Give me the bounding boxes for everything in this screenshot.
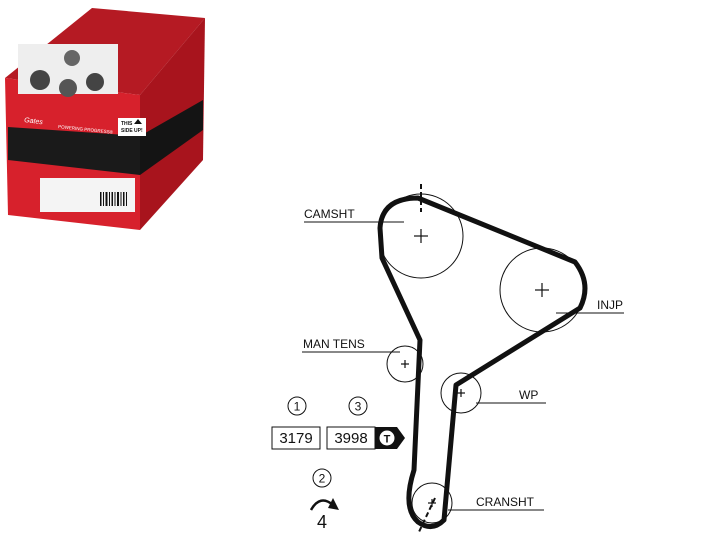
box-brand-logo: Gates xyxy=(24,117,44,126)
step1-value-box xyxy=(271,426,321,450)
torque-badge-letter: T xyxy=(384,434,391,446)
box-side-up-line2: SIDE UP! xyxy=(121,128,143,134)
label-water-pump: WP xyxy=(519,388,538,402)
box-pulley-icon xyxy=(59,79,77,97)
label-crankshaft: CRANSHT xyxy=(476,495,535,509)
step1-value: 3179 xyxy=(279,430,312,447)
crank-timing-mark xyxy=(417,497,436,535)
box-black-band-side xyxy=(140,100,203,175)
box-tagline: POWERING PROGRESS® xyxy=(58,123,114,135)
box-side-up-line1: THIS xyxy=(121,121,133,127)
barcode-icon xyxy=(100,192,127,206)
box-pulley-icon xyxy=(30,70,50,90)
box-black-band xyxy=(8,127,140,175)
step3-number-circle xyxy=(348,396,368,416)
label-manual-tensioner: MAN TENS xyxy=(303,337,365,351)
step2-number-circle xyxy=(312,468,332,488)
up-arrow-icon xyxy=(134,119,142,124)
label-camshaft: CAMSHT xyxy=(304,207,355,221)
water-pump-pulley xyxy=(440,372,482,414)
camshaft-pulley xyxy=(378,193,464,279)
step2-number: 2 xyxy=(319,472,326,486)
label-injection-pump: INJP xyxy=(597,298,623,312)
manual-tensioner-pulley xyxy=(386,345,424,383)
rotation-arrowhead-icon xyxy=(328,498,339,510)
step3-value: 3998 xyxy=(334,430,367,447)
box-pulley-icon xyxy=(64,50,80,66)
step3-number: 3 xyxy=(355,400,362,414)
timing-belt xyxy=(377,195,588,529)
step1-number-circle xyxy=(287,396,307,416)
box-pulley-icon xyxy=(86,73,104,91)
injection-pump-pulley xyxy=(499,247,585,333)
box-barcode-label xyxy=(40,178,135,212)
step2-value: 4 xyxy=(317,512,327,532)
step1-number: 1 xyxy=(294,400,301,414)
product-box-image: Gates POWERING PROGRESS® THIS SIDE UP! xyxy=(5,8,205,230)
torque-badge-circle xyxy=(379,430,395,446)
